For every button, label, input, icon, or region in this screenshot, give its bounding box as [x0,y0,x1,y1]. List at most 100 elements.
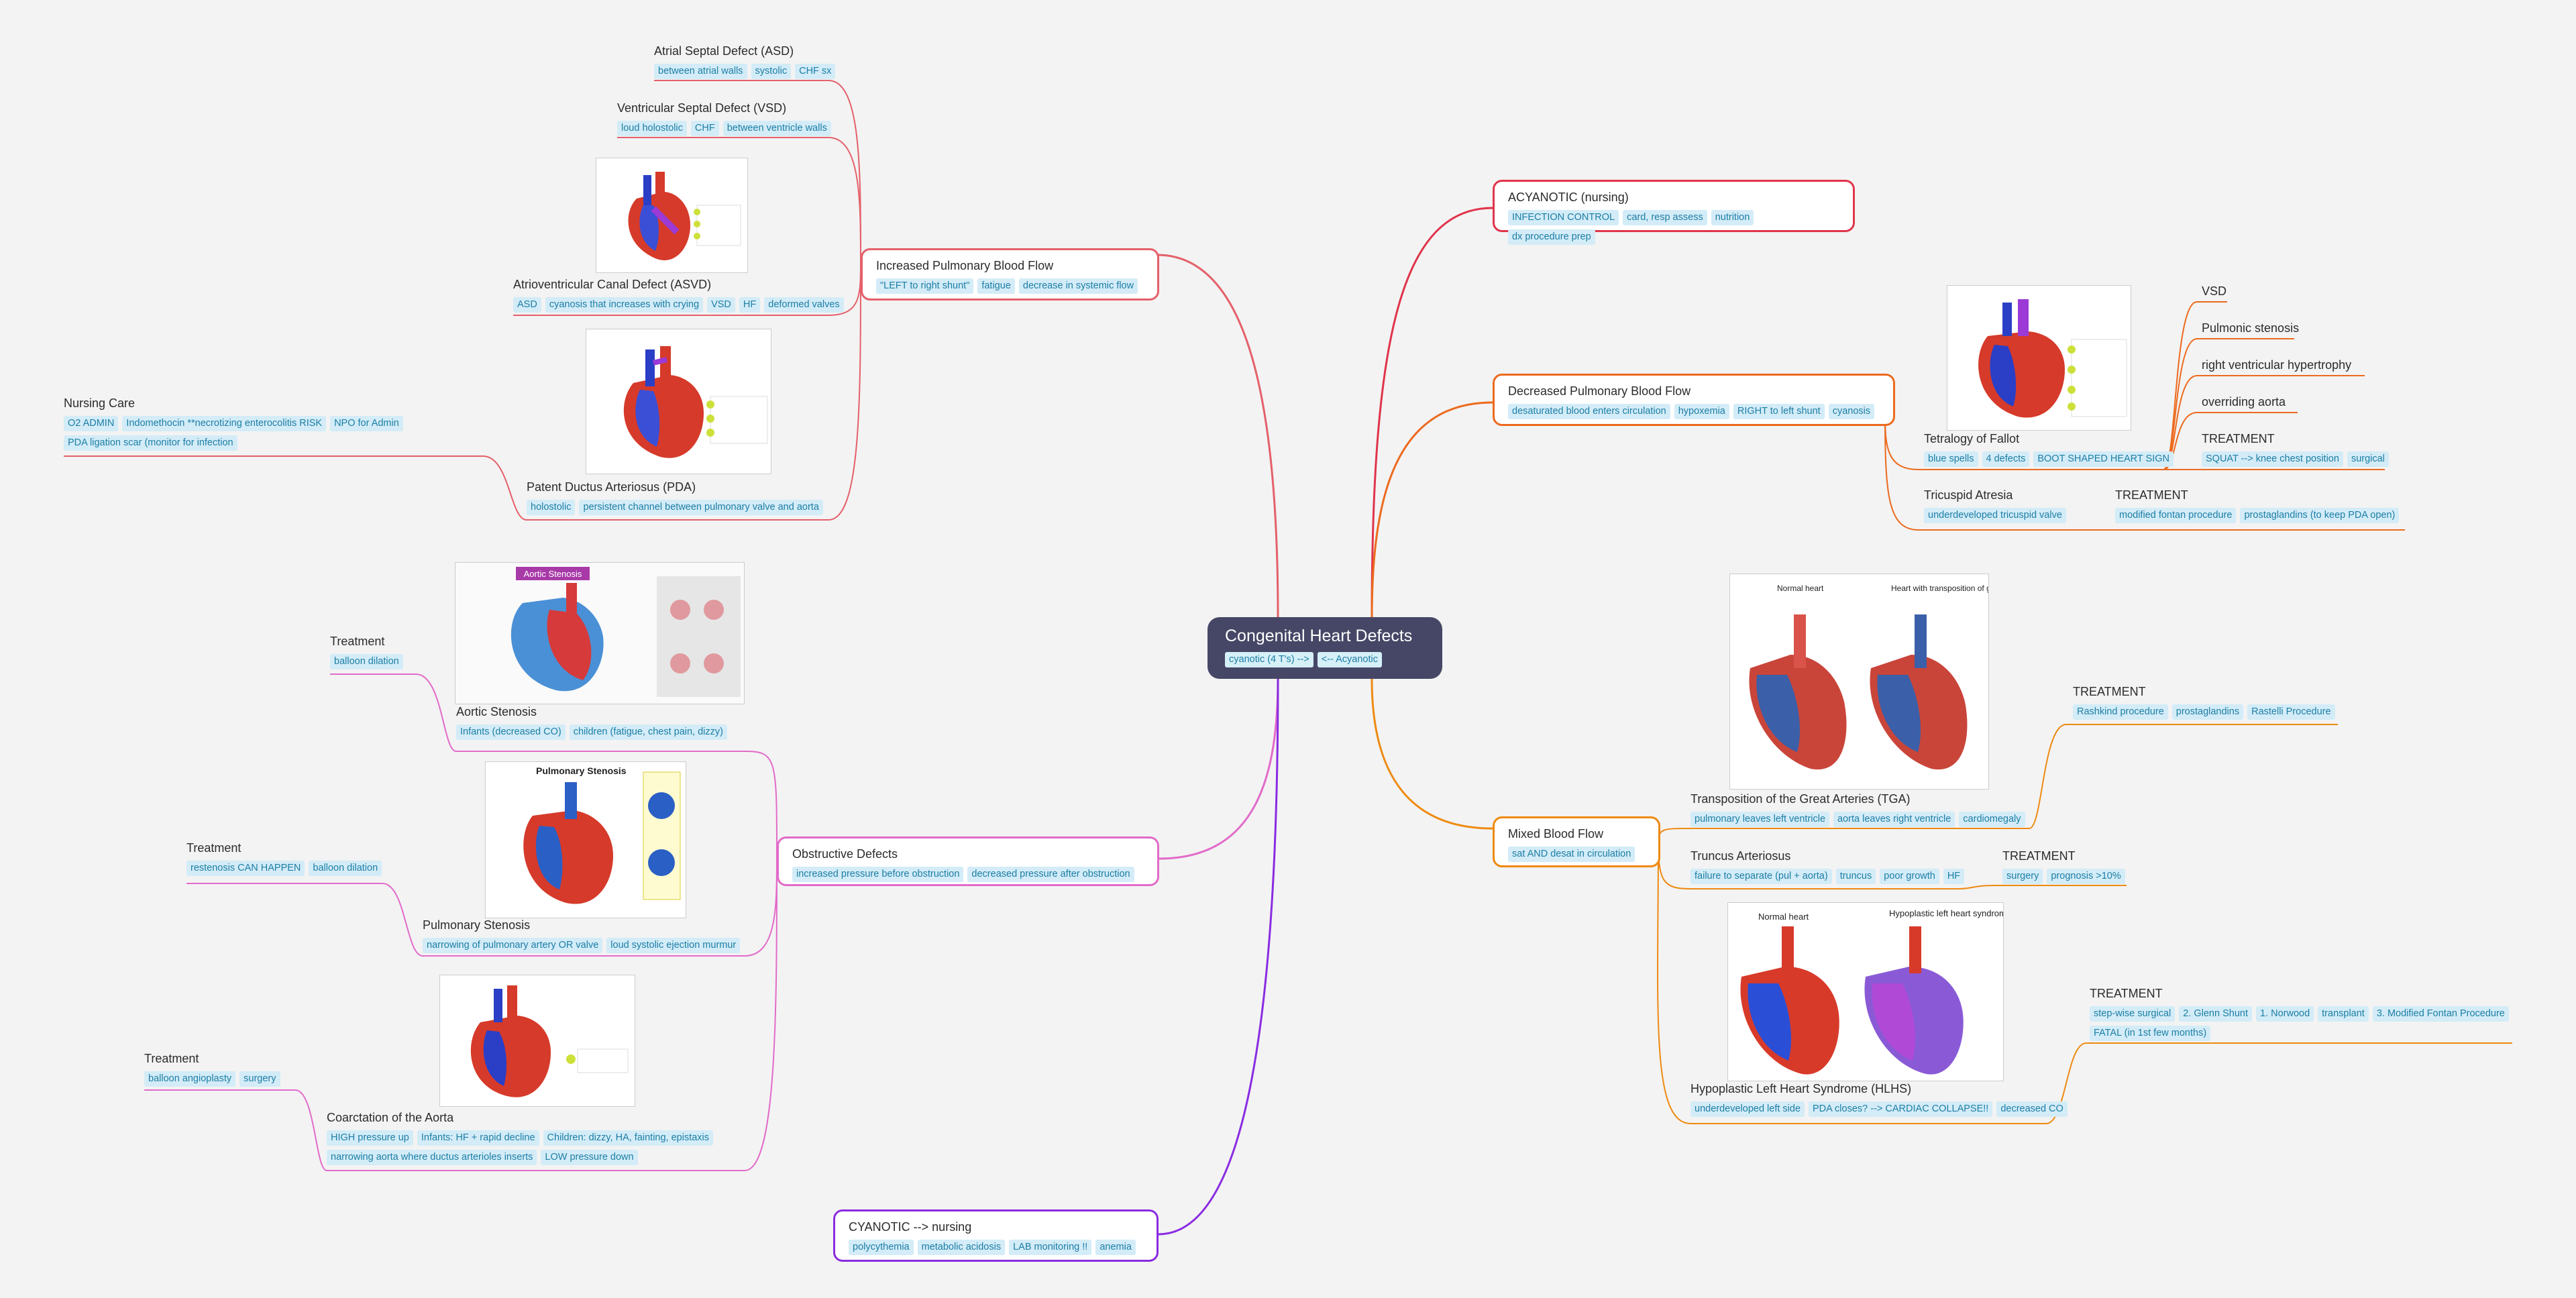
tricuspid-atresia-node[interactable]: Tricuspid Atresia underdeveloped tricusp… [1924,488,2066,523]
tag: BOOT SHAPED HEART SIGN [2033,451,2174,467]
tag: <-- Acyanotic [1317,652,1382,667]
node-title: Obstructive Defects [792,847,898,861]
hlhs-node[interactable]: Hypoplastic Left Heart Syndrome (HLHS) u… [1690,1081,2068,1117]
tag: 2. Glenn Shunt [2179,1006,2252,1022]
node-title: Mixed Blood Flow [1508,827,1604,841]
aortic-treatment-node[interactable]: Treatment balloon dilation [330,634,403,669]
tag: Rashkind procedure [2073,704,2168,720]
node-title: Increased Pulmonary Blood Flow [876,259,1054,272]
mixed-blood-flow-node[interactable]: Mixed Blood Flow sat AND desat in circul… [1493,816,1660,867]
tag: Infants: HF + rapid decline [417,1130,539,1146]
tag: aorta leaves right ventricle [1833,812,1955,827]
tof-treatment-node[interactable]: TREATMENT SQUAT --> knee chest position … [2202,431,2389,467]
tof-item-pulmonic-stenosis[interactable]: Pulmonic stenosis [2202,321,2300,335]
tag: cardiomegaly [1959,812,2025,827]
acyanotic-nursing-node[interactable]: ACYANOTIC (nursing) INFECTION CONTROL ca… [1493,180,1855,245]
node-title: TREATMENT [2115,488,2188,502]
aortic-stenosis-image: Aortic Stenosis [455,562,745,704]
tag: deformed valves [764,297,844,313]
tag: 1. Norwood [2256,1006,2314,1022]
tag: HF [1943,869,1965,884]
tof-item-overriding-aorta[interactable]: overriding aorta [2202,395,2286,409]
tag: holostolic [527,500,576,515]
tag: polycythemia [849,1240,914,1255]
vsd-node[interactable]: Ventricular Septal Defect (VSD) loud hol… [617,101,831,136]
tag: prognosis >10% [2047,869,2125,884]
tga-treatment-node[interactable]: TREATMENT Rashkind procedure prostagland… [2073,684,2335,720]
tag: LOW pressure down [541,1150,638,1165]
tag: narrowing aorta where ductus arterioles … [327,1150,537,1165]
node-title: Pulmonary Stenosis [423,918,531,932]
truncus-arteriosus-node[interactable]: Truncus Arteriosus failure to separate (… [1690,849,1965,884]
coarctation-node[interactable]: Coarctation of the Aorta HIGH pressure u… [327,1110,729,1165]
tof-item-rvh[interactable]: right ventricular hypertrophy [2202,358,2352,372]
tag: Rastelli Procedure [2247,704,2335,720]
tof-item-vsd[interactable]: VSD [2202,284,2227,298]
node-title: TREATMENT [2090,987,2163,1000]
tag: FATAL (in 1st few months) [2090,1026,2211,1041]
tag: decreased CO [1996,1101,2068,1117]
node-title: Decreased Pulmonary Blood Flow [1508,384,1691,398]
node-title: Treatment [330,635,385,648]
central-topic[interactable]: Congenital Heart Defects cyanotic (4 T's… [1208,617,1442,679]
tag: cyanosis [1828,404,1875,419]
pda-heart-image [586,329,771,474]
tga-image-label-normal: Normal heart [1777,584,1824,593]
tag: CHF sx [795,64,836,79]
tag: cyanosis that increases with crying [545,297,704,313]
tag: decrease in systemic flow [1018,278,1138,294]
tricuspid-treatment-node[interactable]: TREATMENT modified fontan procedure pros… [2115,488,2400,523]
hlhs-treatment-node[interactable]: TREATMENT step-wise surgical 2. Glenn Sh… [2090,986,2519,1041]
node-title: Tricuspid Atresia [1924,488,2013,502]
tag: 3. Modified Fontan Procedure [2372,1006,2509,1022]
node-title: Atrioventricular Canal Defect (ASVD) [513,278,712,291]
aortic-image-label: Aortic Stenosis [524,569,582,579]
coarctation-treatment-node[interactable]: Treatment balloon angioplasty surgery [144,1051,280,1087]
tag: metabolic acidosis [917,1240,1006,1255]
tag: poor growth [1880,869,1939,884]
truncus-treatment-node[interactable]: TREATMENT surgery prognosis >10% [2002,849,2125,884]
tag: failure to separate (pul + aorta) [1690,869,1832,884]
node-title: Transposition of the Great Arteries (TGA… [1690,792,1911,806]
asvd-heart-image [596,158,748,273]
pulmonary-stenosis-node[interactable]: Pulmonary Stenosis narrowing of pulmonar… [423,918,741,953]
tag: hypoxemia [1674,404,1729,419]
tag: decreased pressure after obstruction [967,867,1134,882]
node-title: Treatment [186,841,241,855]
tag: card, resp assess [1623,210,1707,225]
tetralogy-of-fallot-node[interactable]: Tetralogy of Fallot blue spells 4 defect… [1924,431,2174,467]
decreased-pulmonary-blood-flow-node[interactable]: Decreased Pulmonary Blood Flow desaturat… [1493,374,1895,426]
tag: NPO for Admin [330,416,403,431]
tga-node[interactable]: Transposition of the Great Arteries (TGA… [1690,792,2025,827]
tag: SQUAT --> knee chest position [2202,451,2343,467]
tag: prostaglandins (to keep PDA open) [2240,508,2400,523]
asvd-node[interactable]: Atrioventricular Canal Defect (ASVD) ASD… [513,277,844,313]
tag: PDA closes? --> CARDIAC COLLAPSE!! [1809,1101,1993,1117]
aortic-stenosis-node[interactable]: Aortic Stenosis Infants (decreased CO) c… [456,704,727,740]
node-title: Ventricular Septal Defect (VSD) [617,101,787,115]
tag: balloon dilation [330,654,403,669]
asd-node[interactable]: Atrial Septal Defect (ASD) between atria… [654,44,836,79]
cyanotic-nursing-node[interactable]: CYANOTIC --> nursing polycythemia metabo… [833,1209,1159,1262]
pda-node[interactable]: Patent Ductus Arteriosus (PDA) holostoli… [527,480,823,515]
nursing-care-node[interactable]: Nursing Care O2 ADMIN Indomethocin **nec… [64,396,466,451]
tag: truncus [1835,869,1876,884]
tag: systolic [751,64,792,79]
pulmonary-treatment-node[interactable]: Treatment restenosis CAN HAPPEN balloon … [186,841,382,876]
tag: transplant [2318,1006,2369,1022]
tag: INFECTION CONTROL [1508,210,1619,225]
tag: between atrial walls [654,64,747,79]
tag: narrowing of pulmonary artery OR valve [423,938,603,953]
tag: VSD [707,297,735,313]
node-title: Truncus Arteriosus [1690,849,1791,863]
node-title: Atrial Septal Defect (ASD) [654,44,794,58]
node-title: Treatment [144,1052,199,1065]
tag: Indomethocin **necrotizing enterocolitis… [122,416,327,431]
tag: Infants (decreased CO) [456,724,566,740]
tag: "LEFT to right shunt" [876,278,974,294]
obstructive-defects-node[interactable]: Obstructive Defects increased pressure b… [777,836,1159,886]
increased-pulmonary-blood-flow-node[interactable]: Increased Pulmonary Blood Flow "LEFT to … [861,248,1159,301]
node-title: TREATMENT [2202,432,2275,445]
tag: between ventricle walls [722,121,831,136]
tag: CHF [690,121,719,136]
